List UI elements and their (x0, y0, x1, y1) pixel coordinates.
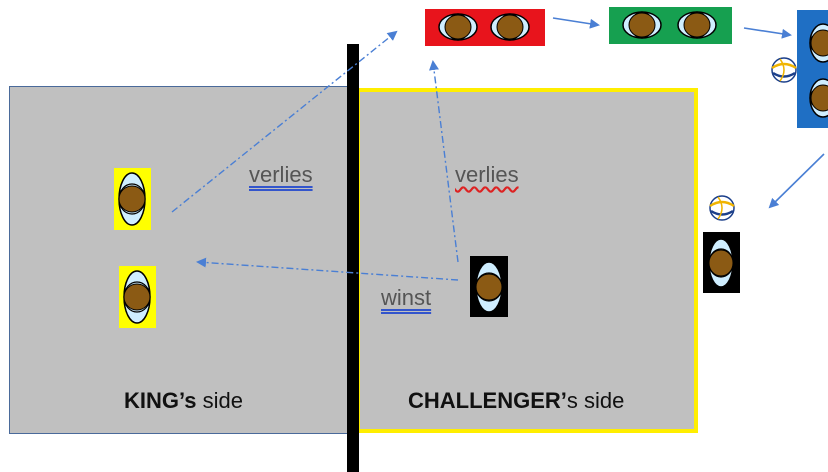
arrow-blue-to-waiting (768, 153, 825, 209)
queue-blue-team (797, 10, 828, 128)
queue-red-players (438, 13, 530, 41)
player-icon (622, 11, 662, 39)
king-side-label: KING’s side (124, 388, 244, 413)
arrow-green-to-blue (743, 27, 792, 39)
net (347, 44, 359, 472)
player-icon (438, 13, 478, 41)
player-icon (809, 23, 828, 63)
wins-label: winst (381, 285, 432, 310)
player-icon (490, 13, 530, 41)
player-icon (809, 78, 828, 118)
arrow-challenger-wins (196, 257, 459, 281)
king-court (9, 86, 359, 434)
volleyball-icon (709, 195, 735, 221)
queue-green-team (609, 7, 732, 44)
challenger-court (356, 88, 698, 433)
volleyball-icon (771, 57, 797, 83)
arrow-challenger-loses (429, 60, 459, 263)
player-icon (475, 261, 503, 313)
player-icon (677, 11, 717, 39)
queue-green-players (622, 11, 717, 39)
challenger-side-label: CHALLENGER’s side (408, 388, 625, 413)
arrow-king-loses (171, 30, 398, 213)
king-player-tile-1 (114, 168, 151, 230)
loses-label-challenger: verlies (455, 162, 519, 187)
challenger-player-tile (470, 256, 508, 317)
arrow-red-to-green (552, 17, 600, 29)
queue-red-team (425, 9, 545, 46)
loses-label-king: verlies (249, 162, 313, 187)
queue-blue-players (809, 23, 828, 118)
king-player-tile-2 (119, 266, 156, 328)
waiting-player-tile (703, 232, 740, 293)
player-icon (708, 238, 734, 288)
player-icon (123, 270, 151, 324)
player-icon (118, 172, 146, 226)
